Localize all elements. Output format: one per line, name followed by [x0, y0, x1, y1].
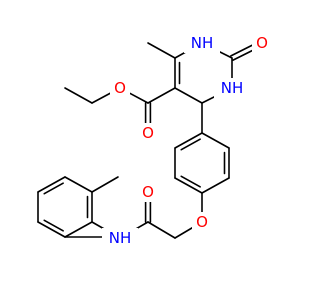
- atom-label-background: [138, 182, 158, 202]
- atom-label-o-phenoxy: O: [196, 213, 208, 231]
- atom-label-o-ester-carbonyl: O: [142, 124, 154, 142]
- single-bond: [91, 176, 119, 193]
- atom-label-background: [214, 78, 250, 98]
- single-bond: [147, 87, 176, 104]
- molecule-structure: NH O NH O O O O NH: [37, 33, 272, 248]
- atom-label-nh-amide: NH: [109, 229, 132, 247]
- atom-label-o-ester-ether: O: [114, 79, 126, 97]
- atom-label-background: [138, 123, 158, 143]
- single-bond: [201, 177, 230, 194]
- atom-label-background: [102, 228, 138, 248]
- double-bond-line: [37, 176, 66, 193]
- double-bond-line: [180, 175, 201, 188]
- double-bond-line: [180, 138, 201, 151]
- double-bond-line: [43, 219, 64, 232]
- double-bond-line: [43, 182, 64, 195]
- atom-labels-layer: NH O NH O O O O NH: [102, 33, 272, 248]
- atom-label-background: [184, 33, 220, 53]
- atom-label-background: [192, 212, 212, 232]
- atom-label-background: [110, 78, 130, 98]
- single-bond: [147, 42, 176, 59]
- single-bond: [64, 176, 93, 193]
- atom-label-o-carbonyl-ring: O: [256, 34, 268, 52]
- atom-label-nh-ring-1: NH: [191, 34, 214, 52]
- double-bond-line: [174, 132, 203, 149]
- single-bond: [201, 132, 230, 149]
- single-bond: [64, 221, 93, 238]
- atom-label-o-amide: O: [142, 183, 154, 201]
- atom-label-background: [252, 33, 272, 53]
- single-bond: [64, 87, 93, 104]
- double-bond-line: [174, 177, 203, 194]
- single-bond: [174, 87, 203, 104]
- atom-label-nh-ring-2: NH: [221, 79, 244, 97]
- single-bond: [147, 221, 176, 239]
- double-bond-line: [37, 221, 66, 238]
